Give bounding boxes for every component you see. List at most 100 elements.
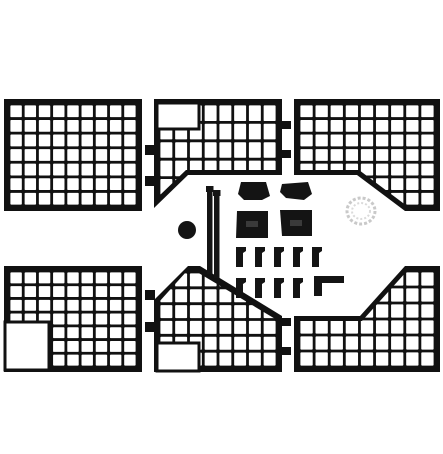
grid-hole — [391, 163, 404, 176]
grid-hole — [406, 105, 419, 118]
grid-hole — [53, 149, 65, 161]
grid-hole — [10, 149, 22, 161]
grid-hole — [234, 142, 247, 158]
bracket — [238, 182, 270, 200]
grid-hole — [124, 340, 136, 352]
grid-hole — [24, 149, 37, 161]
grid-hole — [421, 149, 434, 161]
grid-hole — [81, 134, 93, 147]
clip — [255, 278, 265, 298]
grid-hole — [219, 320, 232, 334]
grid-hole — [248, 123, 261, 140]
mount-tab — [145, 176, 155, 186]
grid-hole — [300, 352, 313, 366]
grid-hole — [421, 304, 434, 318]
grid-hole — [81, 105, 93, 118]
grid-hole — [38, 134, 51, 147]
grid-hole — [406, 288, 419, 302]
grid-hole — [95, 313, 108, 325]
grid-hole — [109, 286, 122, 298]
grid-hole — [81, 149, 93, 161]
mount-tab — [282, 121, 291, 129]
grid-hole — [263, 320, 276, 334]
grid-hole — [53, 119, 65, 132]
grid-hole — [330, 105, 343, 118]
grid-hole — [406, 320, 419, 334]
grid-hole — [345, 119, 359, 132]
grid-hole — [81, 354, 93, 366]
grid-hole — [406, 352, 419, 366]
grid-hole — [95, 327, 108, 339]
grid-hole — [421, 105, 434, 118]
grid-hole — [330, 149, 343, 161]
strap-group — [206, 186, 221, 278]
grid-hole — [391, 336, 404, 350]
grid-hole — [204, 289, 217, 303]
grid-hole — [391, 288, 404, 302]
grid-hole — [300, 119, 313, 132]
bolt-cap — [178, 221, 196, 239]
grid-hole — [53, 340, 65, 352]
grid-hole — [53, 134, 65, 147]
grid-hole — [391, 178, 404, 191]
grid-hole — [315, 119, 328, 132]
grid-hole — [219, 142, 232, 158]
grid-hole — [67, 192, 79, 205]
grid-hole — [360, 149, 374, 161]
grid-hole — [345, 134, 359, 147]
grid-hole — [95, 299, 108, 311]
clip — [236, 278, 246, 298]
grid-hole — [300, 336, 313, 350]
grid-hole — [109, 272, 122, 284]
grid-hole — [375, 320, 389, 334]
zip-tie-bundle — [345, 196, 377, 226]
grid-hole — [124, 178, 136, 191]
grid-hole — [300, 320, 313, 334]
grid-hole — [81, 178, 93, 191]
grid-hole — [67, 134, 79, 147]
grid-hole — [391, 352, 404, 366]
grid-hole — [67, 299, 79, 311]
grid-hole — [95, 192, 108, 205]
grid-hole — [81, 299, 93, 311]
grid-hole — [263, 105, 276, 121]
grid-hole — [124, 299, 136, 311]
grid-hole — [391, 119, 404, 132]
mount-tab — [145, 290, 155, 300]
grid-hole — [315, 336, 328, 350]
grid-hole — [160, 142, 173, 158]
grid-hole — [219, 336, 232, 350]
grid-hole — [421, 192, 434, 205]
bracket-group — [236, 182, 312, 238]
grid-hole — [234, 336, 247, 350]
grid-hole — [315, 352, 328, 366]
grid-hole — [330, 352, 343, 366]
strap-buckle — [213, 190, 221, 196]
grid-hole — [81, 163, 93, 176]
grid-hole — [24, 272, 37, 284]
grid-hole — [160, 305, 173, 319]
grid-hole — [315, 105, 328, 118]
grid-hole — [81, 327, 93, 339]
mount-tab — [282, 150, 291, 158]
grid-hole — [53, 313, 65, 325]
grid-hole — [10, 178, 22, 191]
grid-hole — [406, 134, 419, 147]
grid-hole — [95, 354, 108, 366]
grid-hole — [24, 299, 37, 311]
grid-hole — [38, 178, 51, 191]
mount-tab — [282, 347, 291, 355]
grid-hole — [300, 105, 313, 118]
grid-hole — [248, 352, 261, 366]
grid-hole — [109, 340, 122, 352]
grid-hole — [109, 119, 122, 132]
mount-tab — [282, 318, 291, 326]
grid-hole — [24, 105, 37, 118]
bracket-slot — [290, 220, 302, 226]
grid-hole — [406, 163, 419, 176]
grid-hole — [421, 352, 434, 366]
grid-hole — [67, 354, 79, 366]
grid-hole — [95, 272, 108, 284]
grid-hole — [95, 105, 108, 118]
grid-hole — [81, 313, 93, 325]
